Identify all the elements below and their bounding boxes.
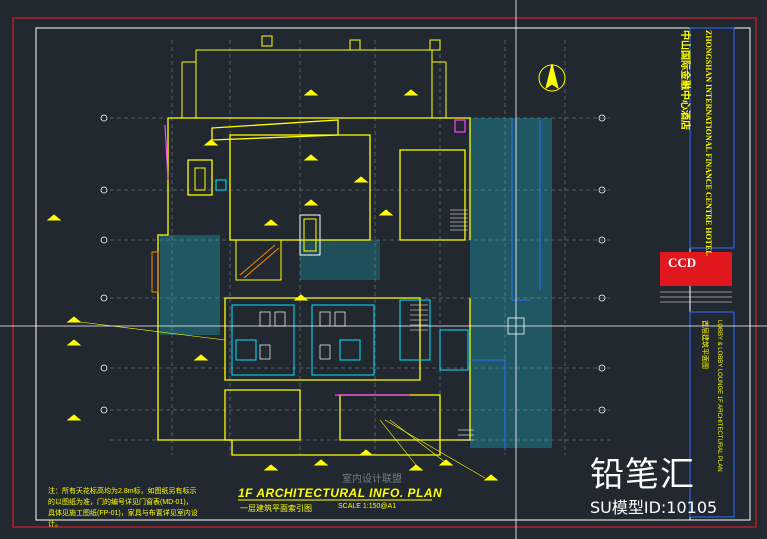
drawing-title-cn: 一层建筑平面索引图 [240, 504, 312, 513]
north-arrow-icon [538, 63, 566, 92]
watermark-model-id: SU模型ID:10105 [590, 498, 718, 517]
index-tags [46, 89, 499, 481]
titleblock-lines [660, 291, 732, 303]
blue-lines [470, 118, 541, 450]
drawing-title-en: 1F ARCHITECTURAL INFO. PLAN [238, 486, 443, 500]
toilet-fixtures [259, 311, 346, 360]
outer-red-frame [12, 17, 757, 528]
drawing-note: 注：所有天花标高均为2.8m标，如图纸另有标示的以图纸为准，门的编号详见门窗表(… [48, 488, 198, 528]
grid-bubbles [100, 114, 606, 414]
hotel-name-en: ZHONGSHAN INTERNATIONAL FINANCE CENTRE H… [704, 30, 713, 256]
titleblock-bottom-box [689, 311, 735, 518]
titleblock-top-box [689, 27, 735, 249]
teal-region-left [160, 235, 220, 335]
building-walls [157, 117, 471, 456]
stairs [410, 209, 474, 441]
project-title-cn: 首层建筑平面图 [701, 320, 708, 369]
lobby-details [151, 167, 321, 293]
inner-white-frame [35, 27, 751, 521]
service-cores [231, 299, 469, 376]
teal-region-center [300, 240, 380, 280]
magenta-doors [164, 119, 466, 396]
entrance-canopy [181, 35, 447, 118]
watermark-brand: 铅笔汇 [590, 455, 695, 495]
drawing-scale: SCALE 1:150@A1 [338, 503, 397, 510]
project-title-en: LOBBY & LOBBY LOUNGE 1F ARCHITECTURAL PL… [716, 320, 722, 472]
ccd-logo-text: CCD [668, 255, 697, 270]
watermark-center: 室内设计联盟 [342, 474, 402, 485]
hotel-name-cn: 中山国际金融中心酒店 [679, 30, 690, 130]
leader-lines [79, 321, 486, 479]
teal-region-right [470, 118, 552, 448]
ccd-logo-box [660, 252, 732, 286]
